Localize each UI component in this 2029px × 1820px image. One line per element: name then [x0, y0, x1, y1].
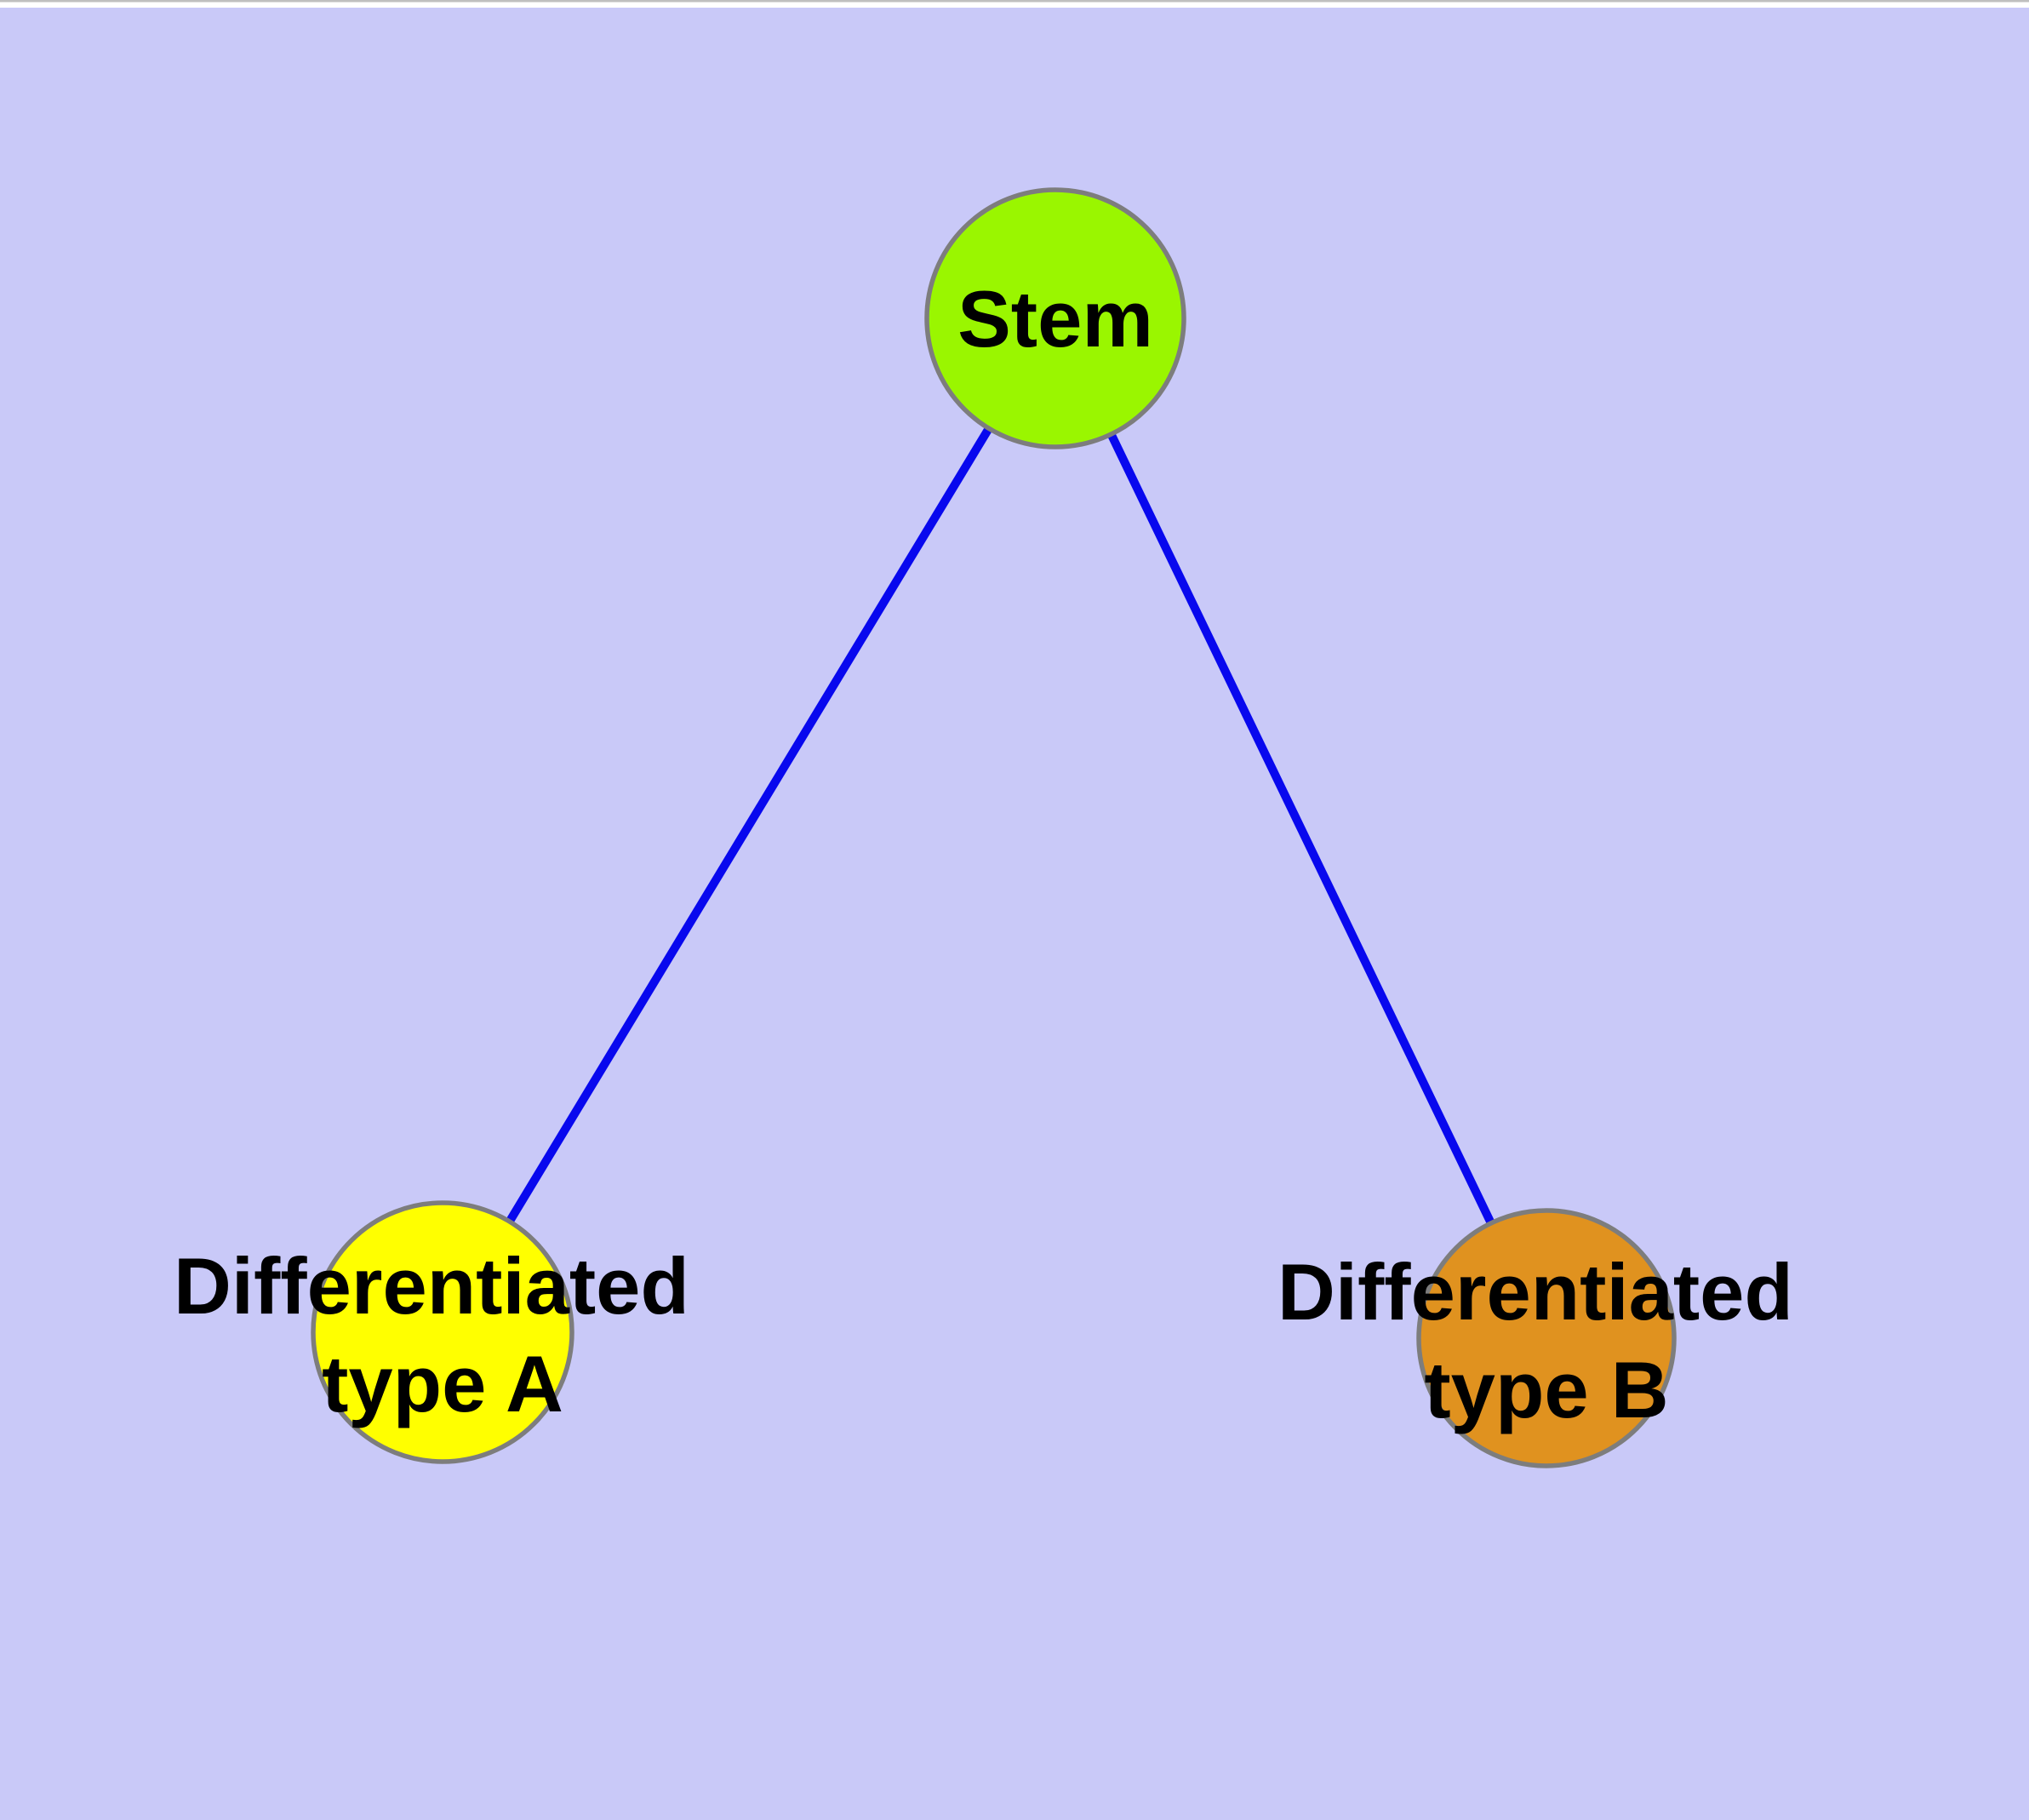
stem-node — [924, 187, 1186, 449]
type-b-label-line2: type B — [1424, 1345, 1668, 1434]
top-margin-line — [0, 0, 2029, 3]
type-b-node — [1416, 1208, 1677, 1468]
type-a-label-line2: type A — [322, 1339, 563, 1428]
top-margin-strip — [0, 0, 2029, 8]
type-a-label-line1: Differentiated — [174, 1241, 689, 1331]
type-a-node — [311, 1200, 574, 1464]
stem-node-label: Stem — [957, 274, 1153, 363]
type-b-label-line1: Differentiated — [1277, 1247, 1793, 1336]
type-b-node-label: Differentiated type B — [1277, 1247, 1815, 1434]
edge-stem-to-type-a — [438, 316, 1060, 1335]
edge-stem-to-type-b — [1051, 316, 1551, 1341]
type-a-node-label: Differentiated type A — [174, 1241, 712, 1428]
